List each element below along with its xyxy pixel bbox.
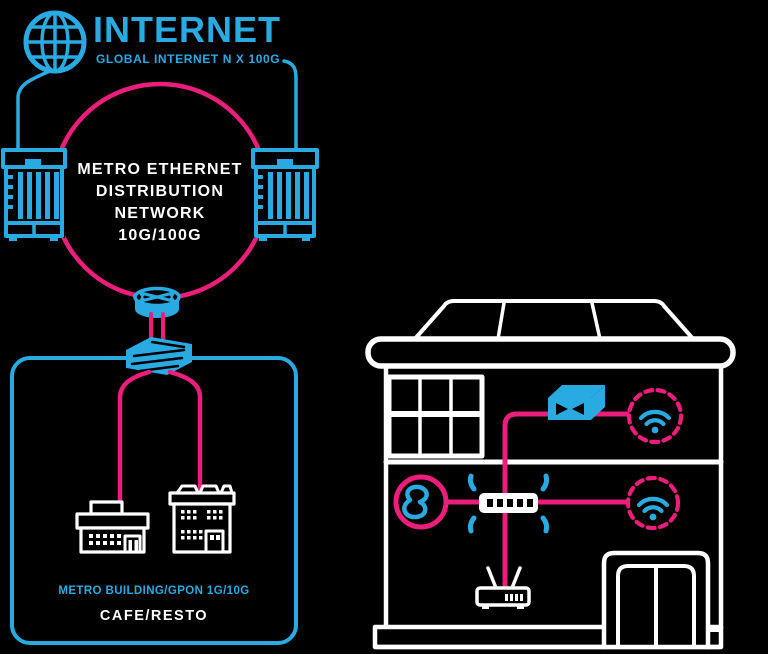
media-converter-icon xyxy=(548,385,605,420)
wifi-ap-upper xyxy=(626,387,684,445)
cafe-building-icon xyxy=(75,500,150,554)
window-grid-icon xyxy=(386,374,485,459)
ring-label-line-4: 10G/100G xyxy=(118,227,202,244)
ring-label-line-1: METRO ETHERNET xyxy=(77,161,243,178)
in-building-fiber xyxy=(443,411,633,591)
house-building-icon xyxy=(168,484,236,554)
elevator-door-icon xyxy=(373,550,723,650)
ring-label-line-3: NETWORK xyxy=(114,205,206,222)
metro-pop-building-left xyxy=(1,148,67,241)
patch-panel-icon xyxy=(467,473,550,534)
gpon-drop-links xyxy=(117,369,203,506)
aggregation-switch-icon xyxy=(126,337,192,375)
globe-icon xyxy=(23,10,87,74)
isp-logo-icon xyxy=(393,474,449,530)
gpon-label: METRO BUILDING/GPON 1G/10G xyxy=(58,585,250,597)
internet-title: INTERNET xyxy=(93,9,281,50)
metro-pop-building-right xyxy=(251,148,319,241)
metro-ring-label: METRO ETHERNET DISTRIBUTION NETWORK 10G/… xyxy=(35,159,285,247)
cafe-resto-label: CAFE/RESTO xyxy=(99,608,209,624)
ring-label-line-2: DISTRIBUTION xyxy=(95,183,225,200)
roof-terrace-icon xyxy=(365,299,736,369)
home-router-icon xyxy=(475,566,531,609)
internet-subtitle: GLOBAL INTERNET N X 100G xyxy=(96,52,281,66)
access-box xyxy=(10,356,298,645)
wifi-ap-lower xyxy=(625,475,681,531)
core-router-icon xyxy=(133,286,181,318)
internet-uplink-left xyxy=(16,69,52,153)
internet-uplink-right xyxy=(282,59,298,153)
